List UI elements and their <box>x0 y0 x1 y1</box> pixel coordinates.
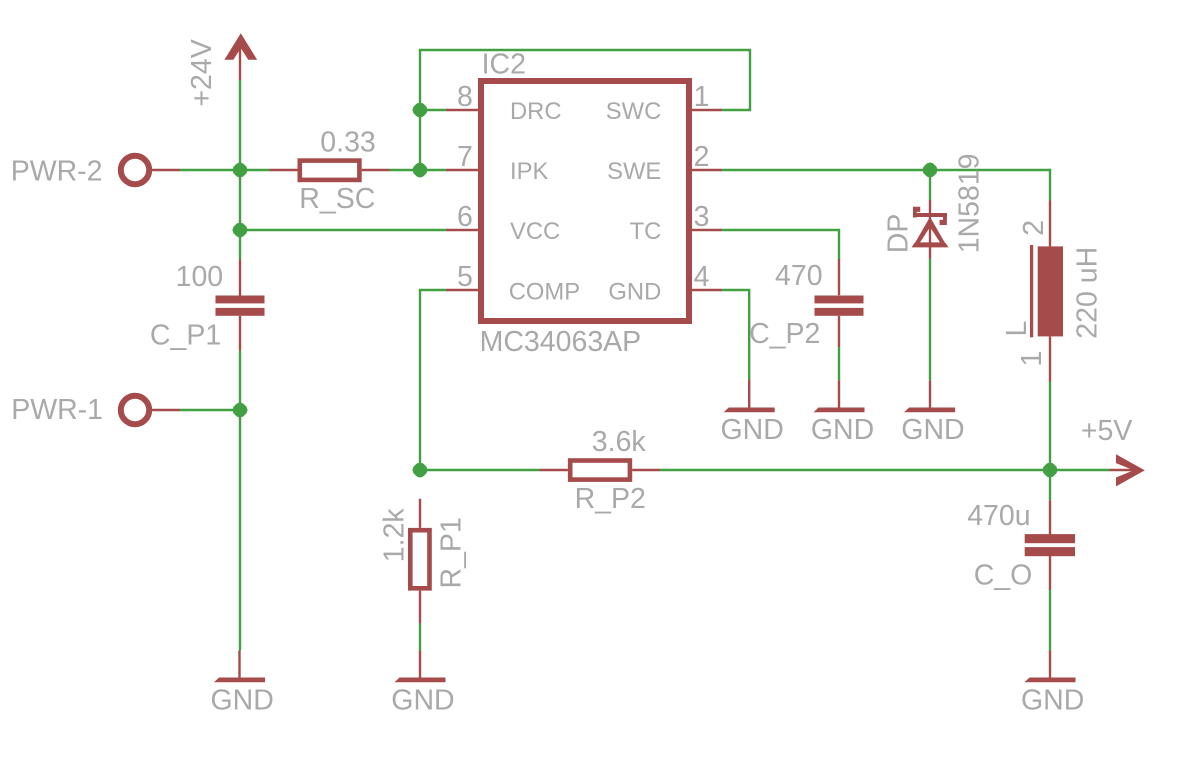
svg-text:0.33: 0.33 <box>320 126 375 158</box>
svg-text:MC34063AP: MC34063AP <box>480 326 642 358</box>
svg-text:R_P1: R_P1 <box>436 517 468 588</box>
svg-text:5: 5 <box>457 261 473 293</box>
svg-text:IPK: IPK <box>510 158 548 185</box>
svg-text:COMP: COMP <box>509 278 580 305</box>
svg-text:GND: GND <box>391 684 454 716</box>
svg-text:1: 1 <box>1016 351 1048 367</box>
svg-text:7: 7 <box>457 141 473 173</box>
svg-text:470u: 470u <box>967 500 1030 532</box>
svg-text:C_P2: C_P2 <box>749 318 820 350</box>
svg-text:TC: TC <box>630 218 662 245</box>
svg-text:1: 1 <box>694 81 710 113</box>
svg-text:SWC: SWC <box>606 98 662 125</box>
svg-text:GND: GND <box>721 414 784 446</box>
svg-text:L: L <box>1001 321 1033 337</box>
svg-text:6: 6 <box>457 201 473 233</box>
svg-text:1N5819: 1N5819 <box>953 153 985 253</box>
svg-text:VCC: VCC <box>510 218 560 245</box>
svg-text:DP: DP <box>882 214 914 254</box>
svg-text:3: 3 <box>694 201 710 233</box>
svg-text:GND: GND <box>608 278 661 305</box>
svg-text:+5V: +5V <box>1081 415 1133 447</box>
svg-text:4: 4 <box>694 261 710 293</box>
svg-text:100: 100 <box>176 261 224 293</box>
svg-text:8: 8 <box>457 81 473 113</box>
svg-text:2: 2 <box>1018 220 1050 236</box>
svg-text:C_P1: C_P1 <box>150 319 221 351</box>
svg-text:PWR-1: PWR-1 <box>11 394 103 426</box>
svg-text:R_SC: R_SC <box>299 183 375 215</box>
svg-text:2: 2 <box>694 141 710 173</box>
svg-text:1.2k: 1.2k <box>379 508 411 563</box>
svg-text:GND: GND <box>811 414 874 446</box>
svg-text:GND: GND <box>901 414 964 446</box>
svg-text:SWE: SWE <box>607 158 661 185</box>
svg-text:GND: GND <box>211 684 274 716</box>
svg-text:+24V: +24V <box>186 39 218 106</box>
svg-text:220 uH: 220 uH <box>1071 247 1103 339</box>
svg-text:470: 470 <box>775 260 823 292</box>
svg-text:C_O: C_O <box>974 559 1033 591</box>
svg-text:DRC: DRC <box>510 98 562 125</box>
svg-text:3.6k: 3.6k <box>592 426 647 458</box>
svg-text:GND: GND <box>1021 684 1084 716</box>
svg-text:R_P2: R_P2 <box>575 483 646 515</box>
svg-text:PWR-2: PWR-2 <box>11 156 103 188</box>
svg-text:IC2: IC2 <box>482 49 526 81</box>
